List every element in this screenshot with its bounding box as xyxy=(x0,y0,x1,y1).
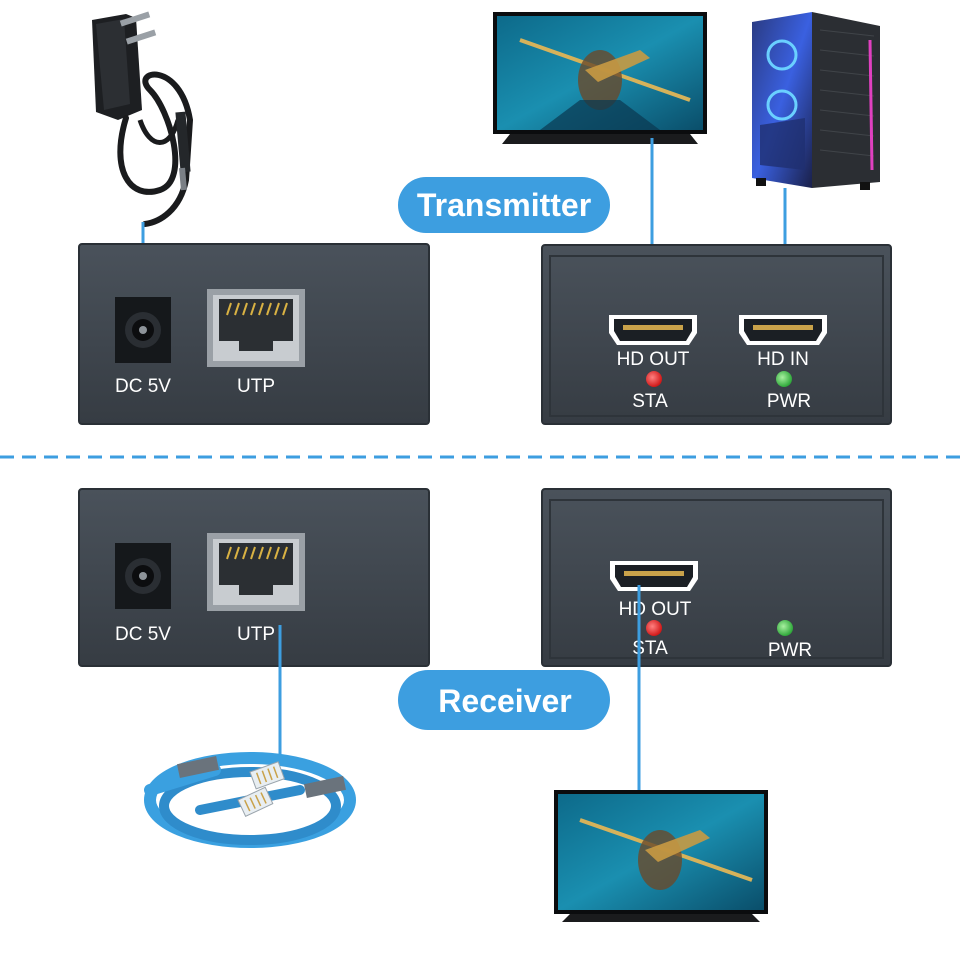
pwr-led xyxy=(776,371,792,387)
hdmi-out-port-icon xyxy=(609,315,697,345)
power-adapter-icon xyxy=(92,11,194,227)
utp-label: UTP xyxy=(237,376,275,397)
transmitter-back-panel: DC 5V UTP xyxy=(78,243,430,425)
hd-out-label: HD OUT xyxy=(617,349,690,370)
hdmi-out-port-icon xyxy=(610,561,698,591)
dc-label: DC 5V xyxy=(115,376,171,397)
dc-jack-icon xyxy=(115,543,171,609)
sta-label: STA xyxy=(632,638,668,659)
hd-out-label: HD OUT xyxy=(619,599,692,620)
sta-led xyxy=(646,371,662,387)
receiver-title-pill: Receiver xyxy=(398,670,610,730)
receiver-title: Receiver xyxy=(438,683,571,719)
hdmi-in-port-icon xyxy=(739,315,827,345)
receiver-front-panel: HD OUT STA PWR xyxy=(541,488,892,667)
utp-label: UTP xyxy=(237,624,275,645)
rj45-port-icon xyxy=(206,288,306,368)
dc-jack-icon xyxy=(115,297,171,363)
pwr-label: PWR xyxy=(768,640,812,661)
rj45-port-icon xyxy=(206,532,306,612)
tv-monitor-icon xyxy=(493,12,707,144)
pwr-led xyxy=(777,620,793,636)
sta-label: STA xyxy=(632,391,668,412)
pc-tower-icon xyxy=(752,12,880,190)
transmitter-title: Transmitter xyxy=(417,187,591,223)
flat-ethernet-cable-icon xyxy=(144,752,356,848)
pwr-label: PWR xyxy=(767,391,811,412)
hd-in-label: HD IN xyxy=(757,349,809,370)
tv-monitor-icon xyxy=(554,790,768,922)
transmitter-front-panel: HD OUT HD IN STA PWR xyxy=(541,244,892,425)
transmitter-title-pill: Transmitter xyxy=(398,177,610,233)
receiver-back-panel: DC 5V UTP xyxy=(78,488,430,667)
sta-led xyxy=(646,620,662,636)
dc-label: DC 5V xyxy=(115,624,171,645)
